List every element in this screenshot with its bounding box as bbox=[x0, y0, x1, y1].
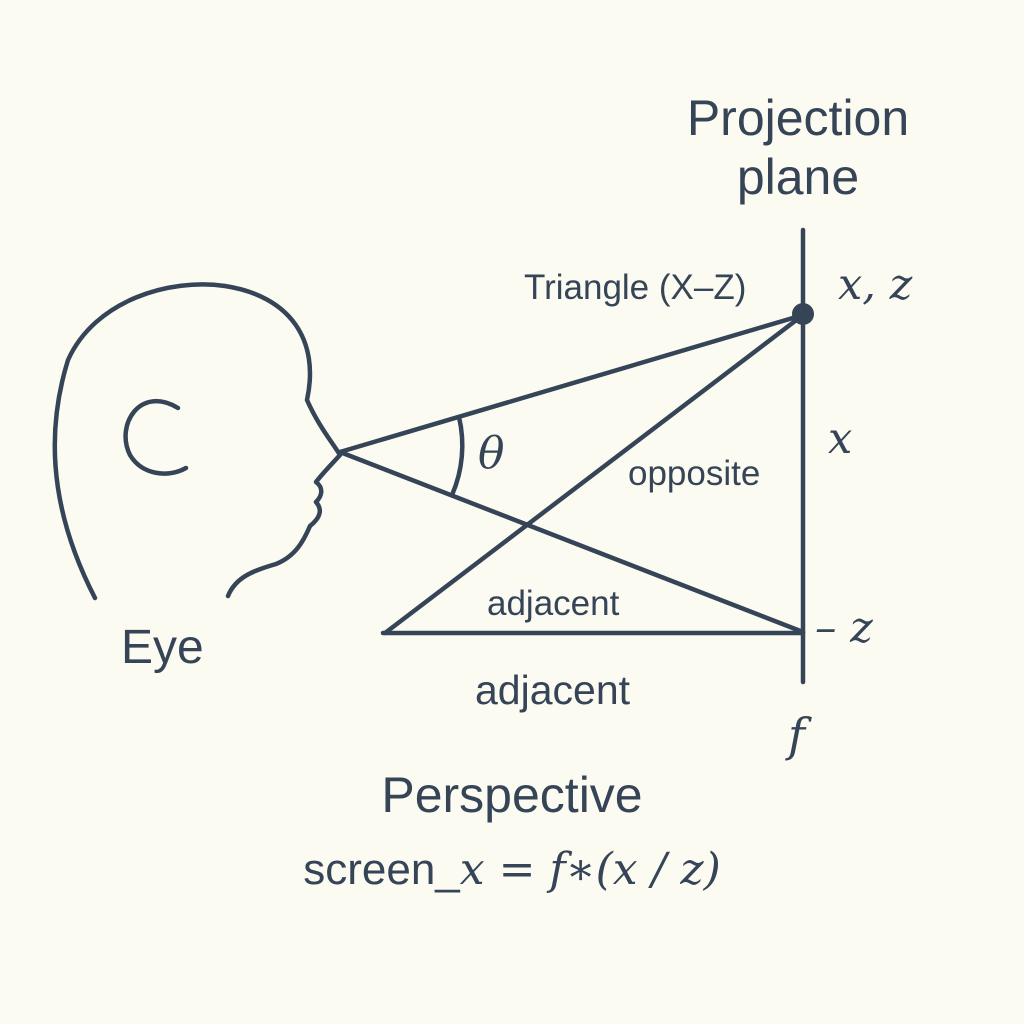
f-mark-label: f bbox=[788, 708, 806, 762]
triangle-hypotenuse bbox=[382, 312, 806, 636]
head-profile-icon bbox=[52, 282, 343, 601]
theta-arc bbox=[449, 414, 465, 498]
sight-line-lower bbox=[337, 449, 806, 635]
x-side-label: x bbox=[828, 414, 853, 464]
sight-line-upper bbox=[337, 312, 806, 455]
projected-point bbox=[792, 303, 814, 325]
projection-plane-title-line2: plane bbox=[736, 149, 860, 205]
adjacent-inner-label: adjacent bbox=[487, 584, 620, 623]
opposite-label: opposite bbox=[628, 454, 761, 493]
eye-label: Eye bbox=[121, 621, 204, 674]
point-coordinates-label: x, z bbox=[838, 260, 913, 310]
projection-plane-title-line1: Projection bbox=[686, 90, 910, 146]
theta-label: θ bbox=[478, 428, 505, 479]
formula: screen_x = f∗(x / z) bbox=[260, 848, 764, 892]
perspective-title: Perspective bbox=[381, 767, 643, 823]
ear-icon bbox=[123, 399, 189, 476]
formula-prefix: screen_ bbox=[303, 845, 460, 894]
z-mark-label: – z bbox=[815, 603, 873, 653]
triangle-label: Triangle (X–Z) bbox=[524, 268, 747, 307]
adjacent-outer-label: adjacent bbox=[475, 667, 631, 713]
formula-math: x = f∗(x / z) bbox=[459, 844, 721, 895]
